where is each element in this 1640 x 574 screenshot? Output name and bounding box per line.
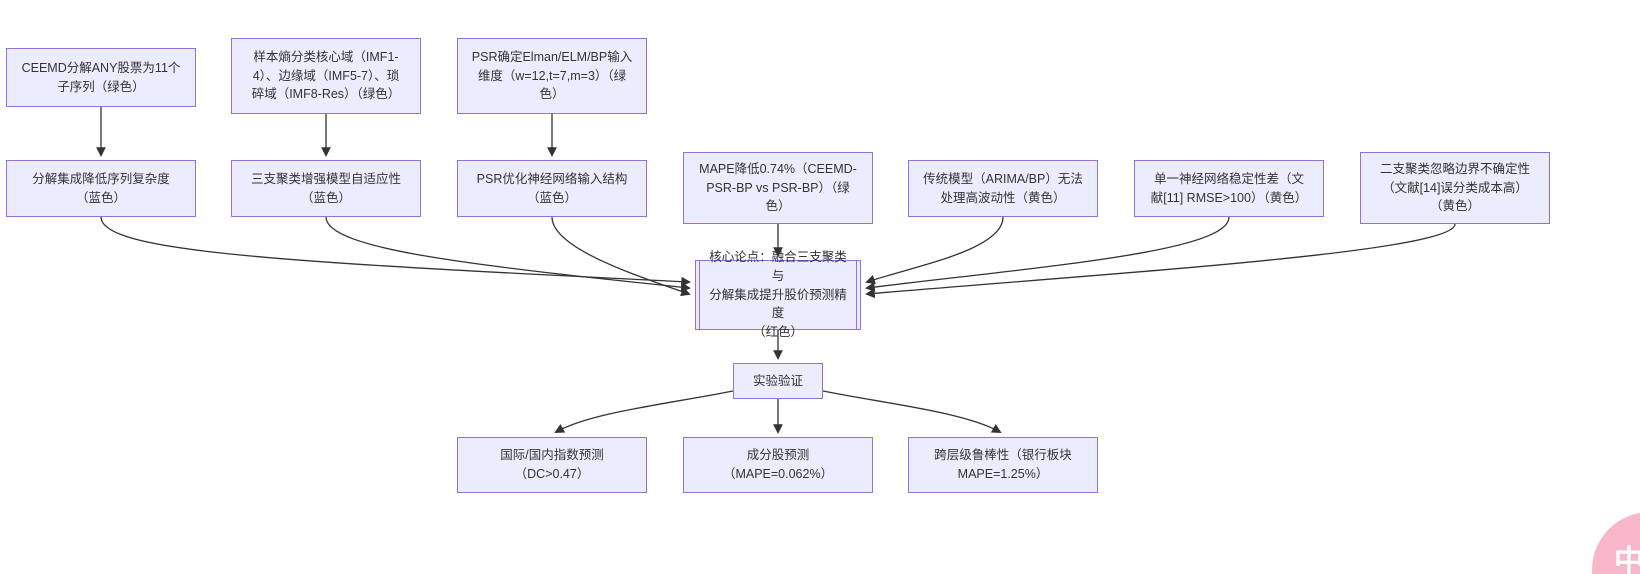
node-mape-reduction-label: MAPE降低0.74%（CEEMD- PSR-BP vs PSR-BP）（绿 色… xyxy=(699,161,857,214)
edge-validation-d1 xyxy=(554,390,734,433)
node-psr-optimize-label: PSR优化神经网络输入结构 （蓝色） xyxy=(476,171,628,205)
node-constituent-prediction: 成分股预测 （MAPE=0.062%） xyxy=(683,437,873,493)
node-robustness: 跨层级鲁棒性（银行板块 MAPE=1.25%） xyxy=(908,437,1098,493)
node-three-way-clustering: 三支聚类增强模型自适应性 （蓝色） xyxy=(231,160,421,217)
node-mape-reduction: MAPE降低0.74%（CEEMD- PSR-BP vs PSR-BP）（绿 色… xyxy=(683,152,873,224)
node-sample-entropy-label: 样本熵分类核心域（IMF1- 4）、边缘域（IMF5-7）、琐 碎域（IMF8-… xyxy=(251,49,401,102)
node-core-thesis-inner: 核心论点：融合三支聚类与 分解集成提升股价预测精度 （红色） xyxy=(699,250,857,339)
node-three-way-clustering-label: 三支聚类增强模型自适应性 （蓝色） xyxy=(250,171,401,205)
translate-button[interactable]: 中A xyxy=(1592,512,1640,574)
edge-b5-core xyxy=(865,216,1004,285)
node-decompose-ensemble-label: 分解集成降低序列复杂度 （蓝色） xyxy=(32,171,170,205)
node-ceemd-decompose: CEEMD分解ANY股票为11个 子序列（绿色） xyxy=(6,48,196,107)
node-psr-dimension: PSR确定Elman/ELM/BP输入 维度（w=12,t=7,m=3）（绿 色… xyxy=(457,38,647,114)
node-core-thesis: 核心论点：融合三支聚类与 分解集成提升股价预测精度 （红色） xyxy=(695,250,861,339)
node-psr-dimension-label: PSR确定Elman/ELM/BP输入 维度（w=12,t=7,m=3）（绿 色… xyxy=(471,49,633,102)
node-single-network: 单一神经网络稳定性差（文 献[11] RMSE>100）（黄色） xyxy=(1134,160,1324,217)
node-experiment-validation-label: 实验验证 xyxy=(752,373,803,388)
node-traditional-model-label: 传统模型（ARIMA/BP）无法 处理高波动性（黄色） xyxy=(923,171,1083,205)
node-decompose-ensemble: 分解集成降低序列复杂度 （蓝色） xyxy=(6,160,196,217)
node-sample-entropy: 样本熵分类核心域（IMF1- 4）、边缘域（IMF5-7）、琐 碎域（IMF8-… xyxy=(231,38,421,114)
edge-validation-d3 xyxy=(822,390,1002,433)
node-constituent-prediction-label: 成分股预测 （MAPE=0.062%） xyxy=(722,448,834,481)
node-experiment-validation: 实验验证 xyxy=(733,363,823,399)
node-traditional-model: 传统模型（ARIMA/BP）无法 处理高波动性（黄色） xyxy=(908,160,1098,217)
translate-button-label: 中A xyxy=(1614,545,1640,574)
edge-b3-core xyxy=(551,216,691,297)
edge-b6-core xyxy=(865,216,1230,292)
node-robustness-label: 跨层级鲁棒性（银行板块 MAPE=1.25%） xyxy=(934,448,1072,481)
node-core-thesis-label: 核心论点：融合三支聚类与 分解集成提升股价预测精度 （红色） xyxy=(709,250,847,340)
edge-b7-core xyxy=(865,223,1456,299)
node-single-network-label: 单一神经网络稳定性差（文 献[11] RMSE>100）（黄色） xyxy=(1150,171,1308,205)
node-psr-optimize: PSR优化神经网络输入结构 （蓝色） xyxy=(457,160,647,217)
edge-b1-core xyxy=(100,216,691,287)
node-index-prediction-label: 国际/国内指数预测 （DC>0.47） xyxy=(500,448,604,481)
node-two-way-clustering: 二支聚类忽略边界不确定性 （文献[14]误分类成本高） （黄色） xyxy=(1360,152,1550,224)
node-index-prediction: 国际/国内指数预测 （DC>0.47） xyxy=(457,437,647,493)
edge-b2-core xyxy=(325,216,691,293)
node-two-way-clustering-label: 二支聚类忽略边界不确定性 （文献[14]误分类成本高） （黄色） xyxy=(1379,161,1530,214)
node-ceemd-decompose-label: CEEMD分解ANY股票为11个 子序列（绿色） xyxy=(21,60,181,94)
